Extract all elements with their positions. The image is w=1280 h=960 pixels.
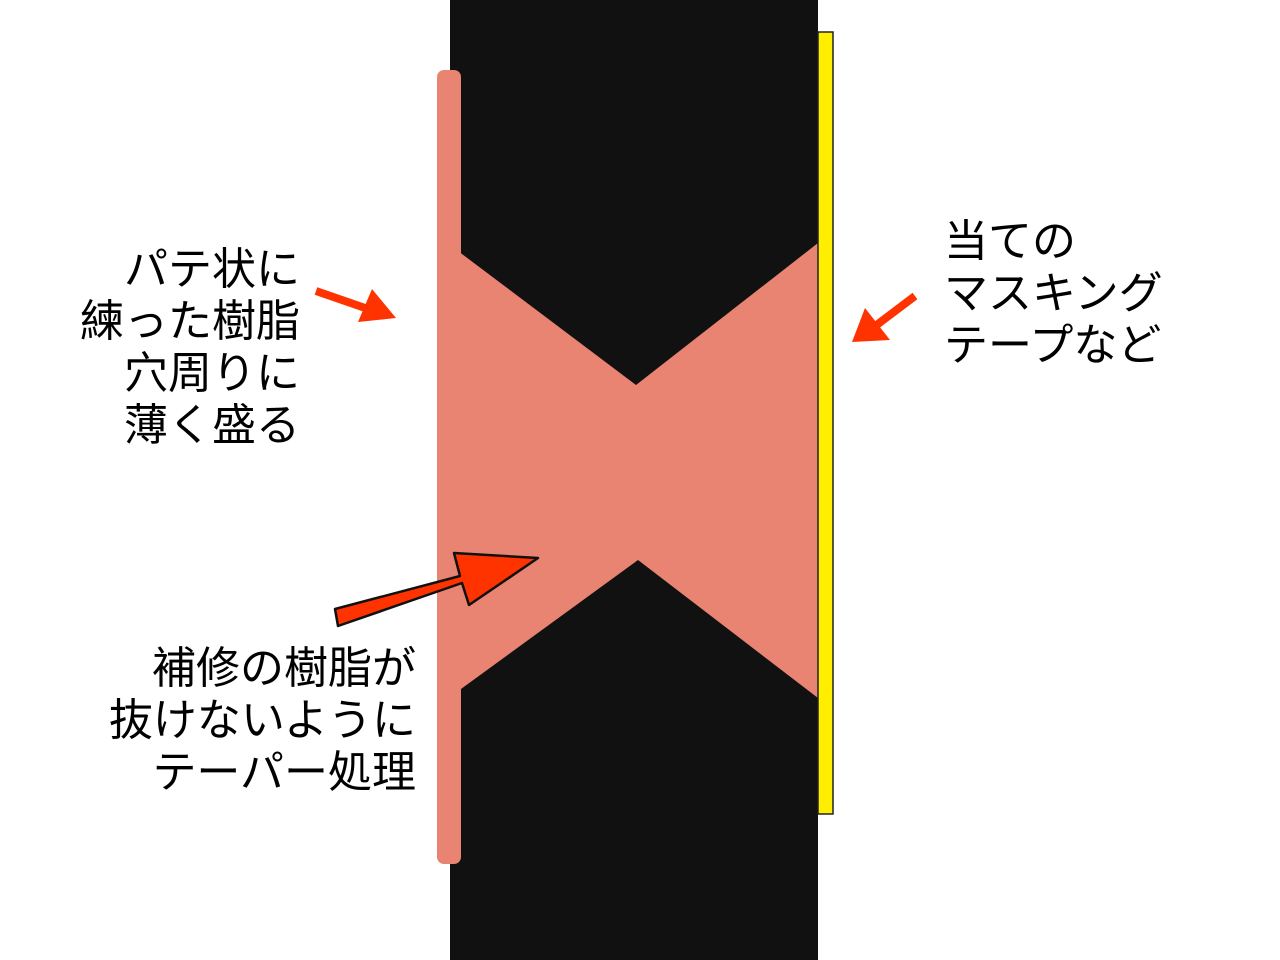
label-line: 補修の樹脂が — [152, 643, 416, 694]
label-line: パテ状に — [124, 244, 300, 295]
label-resin-putty: パテ状に 練った樹脂 穴周りに 薄く盛る — [80, 244, 300, 452]
resin-fill-tapered-hole — [450, 243, 818, 698]
label-taper-treatment: 補修の樹脂が 抜けないように テーパー処理 — [109, 643, 416, 799]
label-line: テーパー処理 — [152, 747, 416, 798]
label-line: マスキング — [944, 268, 1163, 319]
arrow-to-taper — [333, 551, 540, 628]
label-line: 当ての — [944, 216, 1076, 267]
arrow-to-resin-layer — [314, 287, 396, 322]
label-backing-tape: 当ての マスキング テープなど — [944, 216, 1163, 372]
label-line: 穴周りに — [124, 348, 300, 399]
label-line: 抜けないように — [108, 695, 416, 746]
arrow-to-masking-tape — [852, 292, 918, 342]
label-line: テープなど — [944, 320, 1162, 371]
label-line: 薄く盛る — [124, 400, 300, 451]
label-line: 練った樹脂 — [80, 296, 300, 347]
backing-masking-tape — [817, 31, 834, 815]
